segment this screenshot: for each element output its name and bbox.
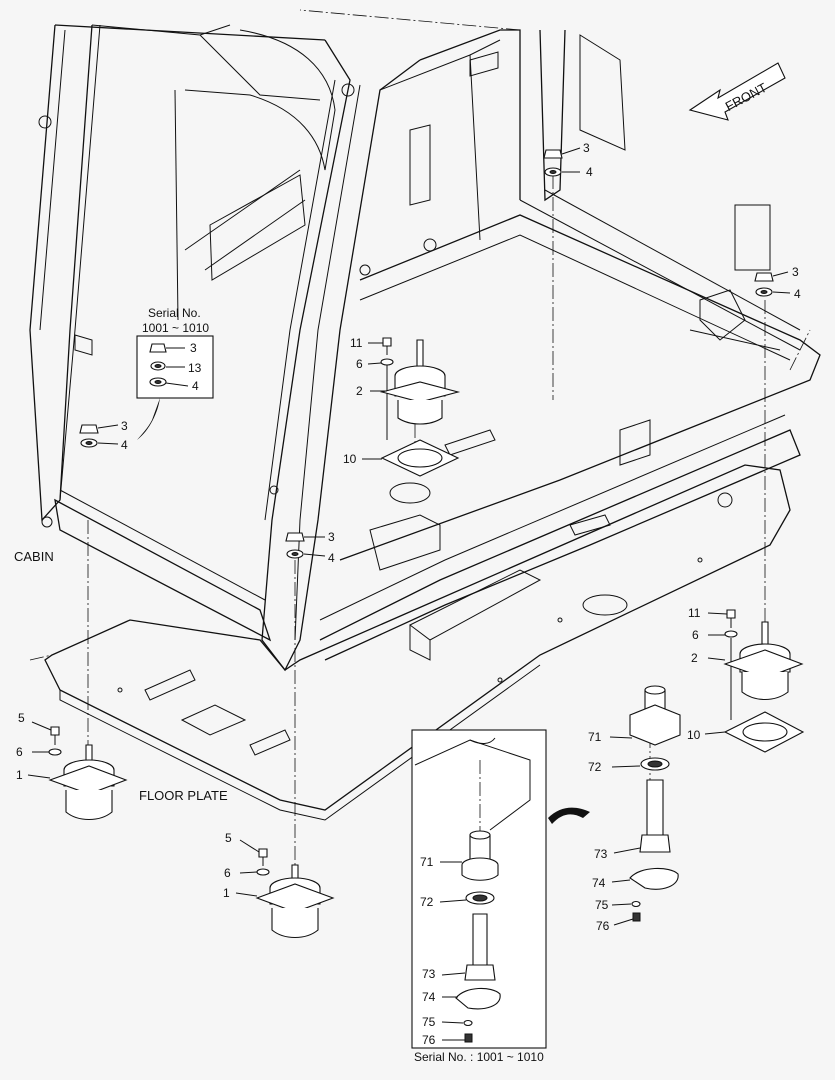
- callout-10-b: 10: [687, 728, 701, 742]
- inset-top-title-2: 1001 ~ 1010: [142, 321, 209, 335]
- callout-3-c: 3: [121, 419, 128, 433]
- callout-5-b: 5: [225, 831, 232, 845]
- right-rubber-mount: 11 6 2 10: [687, 606, 805, 753]
- nut-washer-group-b: 3 4: [754, 265, 801, 301]
- callout-3-b: 3: [792, 265, 799, 279]
- callout-74-a: 74: [592, 876, 606, 890]
- callout-4-d: 4: [328, 551, 335, 565]
- callout-76-a: 76: [596, 919, 610, 933]
- callout-73-b: 73: [422, 967, 436, 981]
- callout-6-a: 6: [356, 357, 363, 371]
- callout-1-a: 1: [16, 768, 23, 782]
- nut-washer-group-d: 3 4: [285, 530, 335, 565]
- callout-73-a: 73: [594, 847, 608, 861]
- callout-11-a: 11: [350, 336, 363, 350]
- nut-washer-group-a: 3 4: [543, 141, 593, 179]
- callout-6-c: 6: [16, 745, 23, 759]
- upper-rubber-mount: 11 6 2 10: [343, 336, 461, 477]
- callout-11-b: 11: [688, 606, 701, 620]
- callout-76-b: 76: [422, 1033, 436, 1047]
- serial-inset-bottom: 71 72 73 74 75 76 Serial No. : 1001 ~ 10…: [411, 729, 590, 1064]
- callout-2-b: 2: [691, 651, 698, 665]
- serial-inset-top: Serial No. 1001 ~ 1010 3 13 4: [136, 306, 214, 440]
- callout-75-b: 75: [422, 1015, 436, 1029]
- callout-6-d: 6: [224, 866, 231, 880]
- callout-3-d: 3: [328, 530, 335, 544]
- callout-4-a: 4: [586, 165, 593, 179]
- callout-2-a: 2: [356, 384, 363, 398]
- callout-1-b: 1: [223, 886, 230, 900]
- callout-74-b: 74: [422, 990, 436, 1004]
- callout-6-b: 6: [692, 628, 699, 642]
- center-bottom-mount: 5 6 1: [223, 831, 335, 939]
- cabin-frame: [29, 24, 821, 672]
- callout-75-a: 75: [595, 898, 609, 912]
- callout-71-b: 71: [420, 855, 434, 869]
- inset-callout-13: 13: [188, 361, 202, 375]
- callout-4-b: 4: [794, 287, 801, 301]
- cabin-label: CABIN: [14, 549, 54, 564]
- floor-plate: [44, 429, 791, 821]
- inset-callout-3: 3: [190, 341, 197, 355]
- callout-3-a: 3: [583, 141, 590, 155]
- callout-10-a: 10: [343, 452, 357, 466]
- callout-4-c: 4: [121, 438, 128, 452]
- inset-callout-4: 4: [192, 379, 199, 393]
- callout-72-b: 72: [420, 895, 434, 909]
- callout-72-a: 72: [588, 760, 602, 774]
- floor-plate-label: FLOOR PLATE: [139, 788, 228, 803]
- inset-bottom-title: Serial No. : 1001 ~ 1010: [414, 1050, 544, 1064]
- left-bottom-mount: 5 6 1: [16, 711, 128, 821]
- nut-washer-group-c: 3 4: [79, 419, 128, 452]
- front-arrow: FRONT: [688, 62, 786, 121]
- callout-5-a: 5: [18, 711, 25, 725]
- callout-71-a: 71: [588, 730, 602, 744]
- inset-top-title-1: Serial No.: [148, 306, 201, 320]
- right-stopper-stack: 71 72 73 74 75 76: [588, 685, 681, 933]
